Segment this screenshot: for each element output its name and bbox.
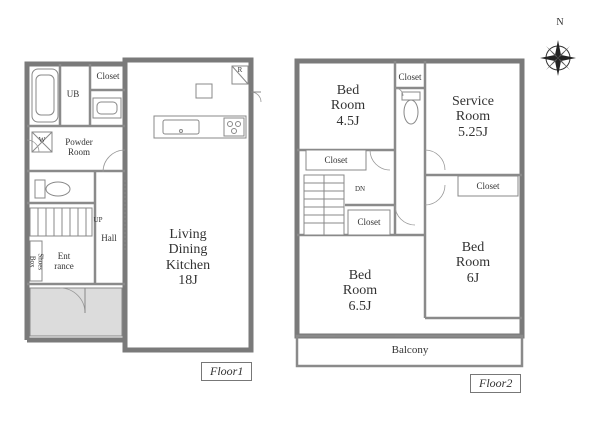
floor1-entrance-label: Ent rance xyxy=(54,251,74,271)
floor1-hall-label: Hall xyxy=(101,233,117,243)
floor2-balcony-label: Balcony xyxy=(391,344,429,356)
floor2-closet-d-box xyxy=(457,175,519,197)
floor1-shoes-box-label: Shoes Box xyxy=(29,253,45,271)
floor2-plan xyxy=(294,58,525,368)
floor1-plan xyxy=(24,57,262,353)
floor2-closet-c-box xyxy=(347,209,391,236)
floor2-bed2-label: Bed Room 6.5J xyxy=(342,268,378,314)
floor1-tag: Floor1 xyxy=(201,362,253,381)
floor1-up-label: UP xyxy=(93,216,103,224)
floor1-ldk-block xyxy=(122,57,254,353)
floor2-closet-b-label: Closet xyxy=(398,72,422,82)
floor2-dn-label: DN xyxy=(354,185,366,193)
floor1-r-label: R xyxy=(237,66,243,74)
floor2-tag: Floor2 xyxy=(470,374,522,393)
floor2-stairs xyxy=(303,174,345,236)
floor1-powder-room-label: Powder Room xyxy=(65,137,93,157)
floor2-service-label: Service Room 5.25J xyxy=(452,94,494,140)
floor2-bed3-label: Bed Room 6J xyxy=(455,240,491,286)
floor2-closet-a-label: Closet xyxy=(324,155,348,165)
floor1-living-label: Living Dining Kitchen 18J xyxy=(165,227,211,289)
balcony-outline xyxy=(295,334,524,368)
floor1-stairs xyxy=(29,207,93,237)
floor2-closet-c-label: Closet xyxy=(357,217,381,227)
floor2-bed1-label: Bed Room 4.5J xyxy=(330,83,366,129)
floor1-w-label: W xyxy=(38,136,46,144)
floor2-closet-a-box xyxy=(305,149,367,171)
floor1-closet-label: Closet xyxy=(96,71,120,81)
compass-rose-icon xyxy=(540,40,576,76)
floor1-ub-label: UB xyxy=(66,89,80,99)
floor2-closet-d-label: Closet xyxy=(476,181,500,191)
compass-north-label: N xyxy=(556,17,564,28)
